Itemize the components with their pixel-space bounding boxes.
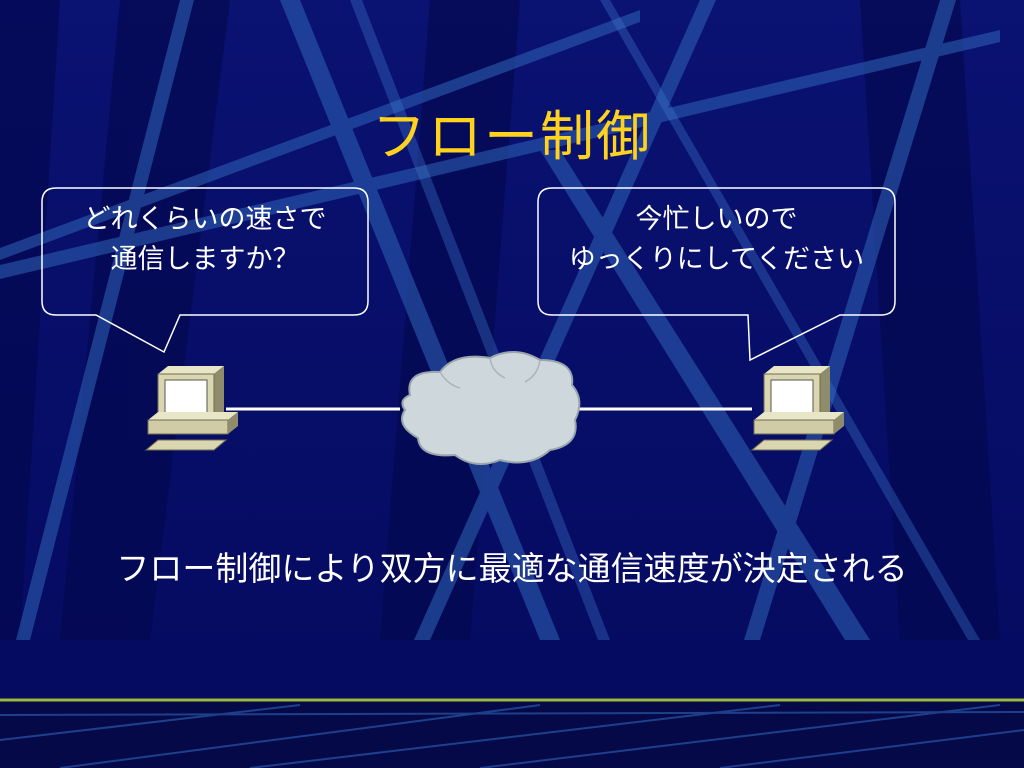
speech-bubble-left [41,187,369,354]
right-bubble-line2: ゆっくりにしてください [568,244,865,275]
computer-icon [750,366,844,451]
right-bubble-text: 今忙しいので ゆっくりにしてください [538,200,895,280]
speech-bubble-right [537,187,896,362]
light-beams [0,0,1000,640]
conclusion-text: フロー制御により双方に最適な通信速度が決定される [116,549,908,588]
right-bubble-line1: 今忙しいので [635,204,798,235]
left-bubble-line1: どれくらいの速さで [83,204,327,235]
computer-icon [144,366,238,451]
left-bubble-line2: 通信しますか？ [110,244,300,275]
slide-title: フロー制御 [372,105,652,168]
left-bubble-text: どれくらいの速さで 通信しますか？ [42,200,368,280]
network-cloud-icon [401,351,581,465]
